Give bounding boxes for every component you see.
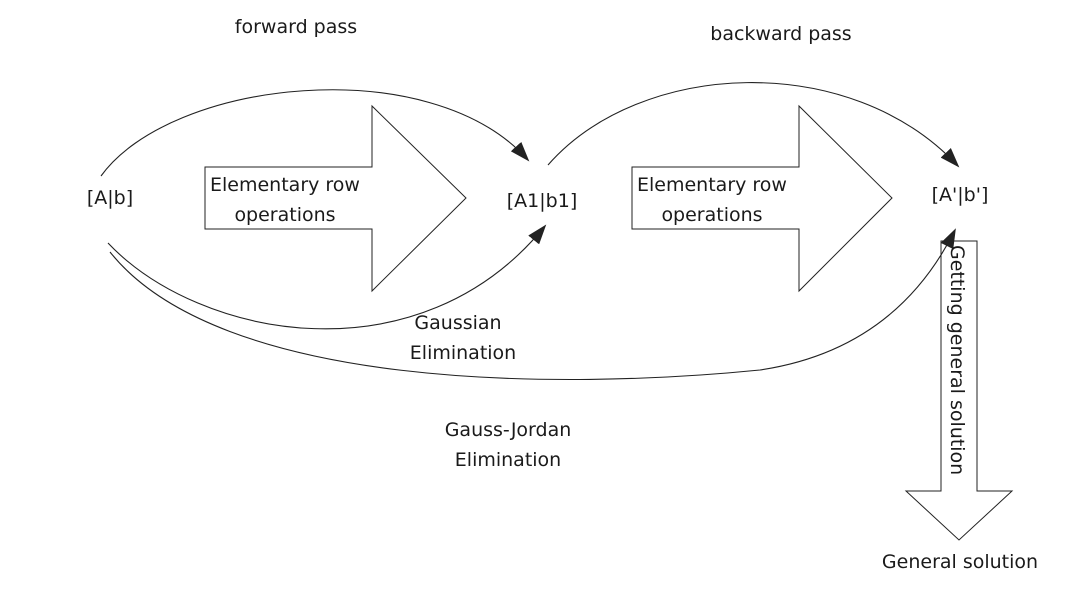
first-operation-block-arrow [204,104,467,293]
gauss-jordan-label-line-2: Elimination [454,449,562,471]
second-operation-label-line-2: operations [661,204,763,226]
second-operation-label-line-1: Elementary row [637,174,787,196]
end-matrix-label: [A'|b'] [931,184,989,206]
forward-pass-label: forward pass [234,16,358,38]
general-solution-label: General solution [881,551,1039,573]
solution-step-label: Getting general solution [946,245,968,476]
gaussian-label-line-2: Elimination [409,342,517,364]
middle-matrix-label: [A1|b1] [506,190,578,212]
first-operation-label-line-2: operations [234,204,336,226]
start-matrix-label: [A|b] [86,187,134,209]
backward-pass-label: backward pass [710,23,852,45]
solution-block-arrow [904,240,1014,541]
gauss-jordan-label-line-1: Gauss-Jordan [444,419,572,441]
first-operation-label-line-1: Elementary row [210,174,360,196]
second-operation-block-arrow [631,104,893,293]
gauss-jordan-elimination-curve [109,228,956,381]
backward-pass-curve [547,82,960,168]
forward-pass-curve [100,89,530,177]
gaussian-label-line-1: Gaussian [414,312,502,334]
gaussian-elimination-curve [107,224,547,330]
